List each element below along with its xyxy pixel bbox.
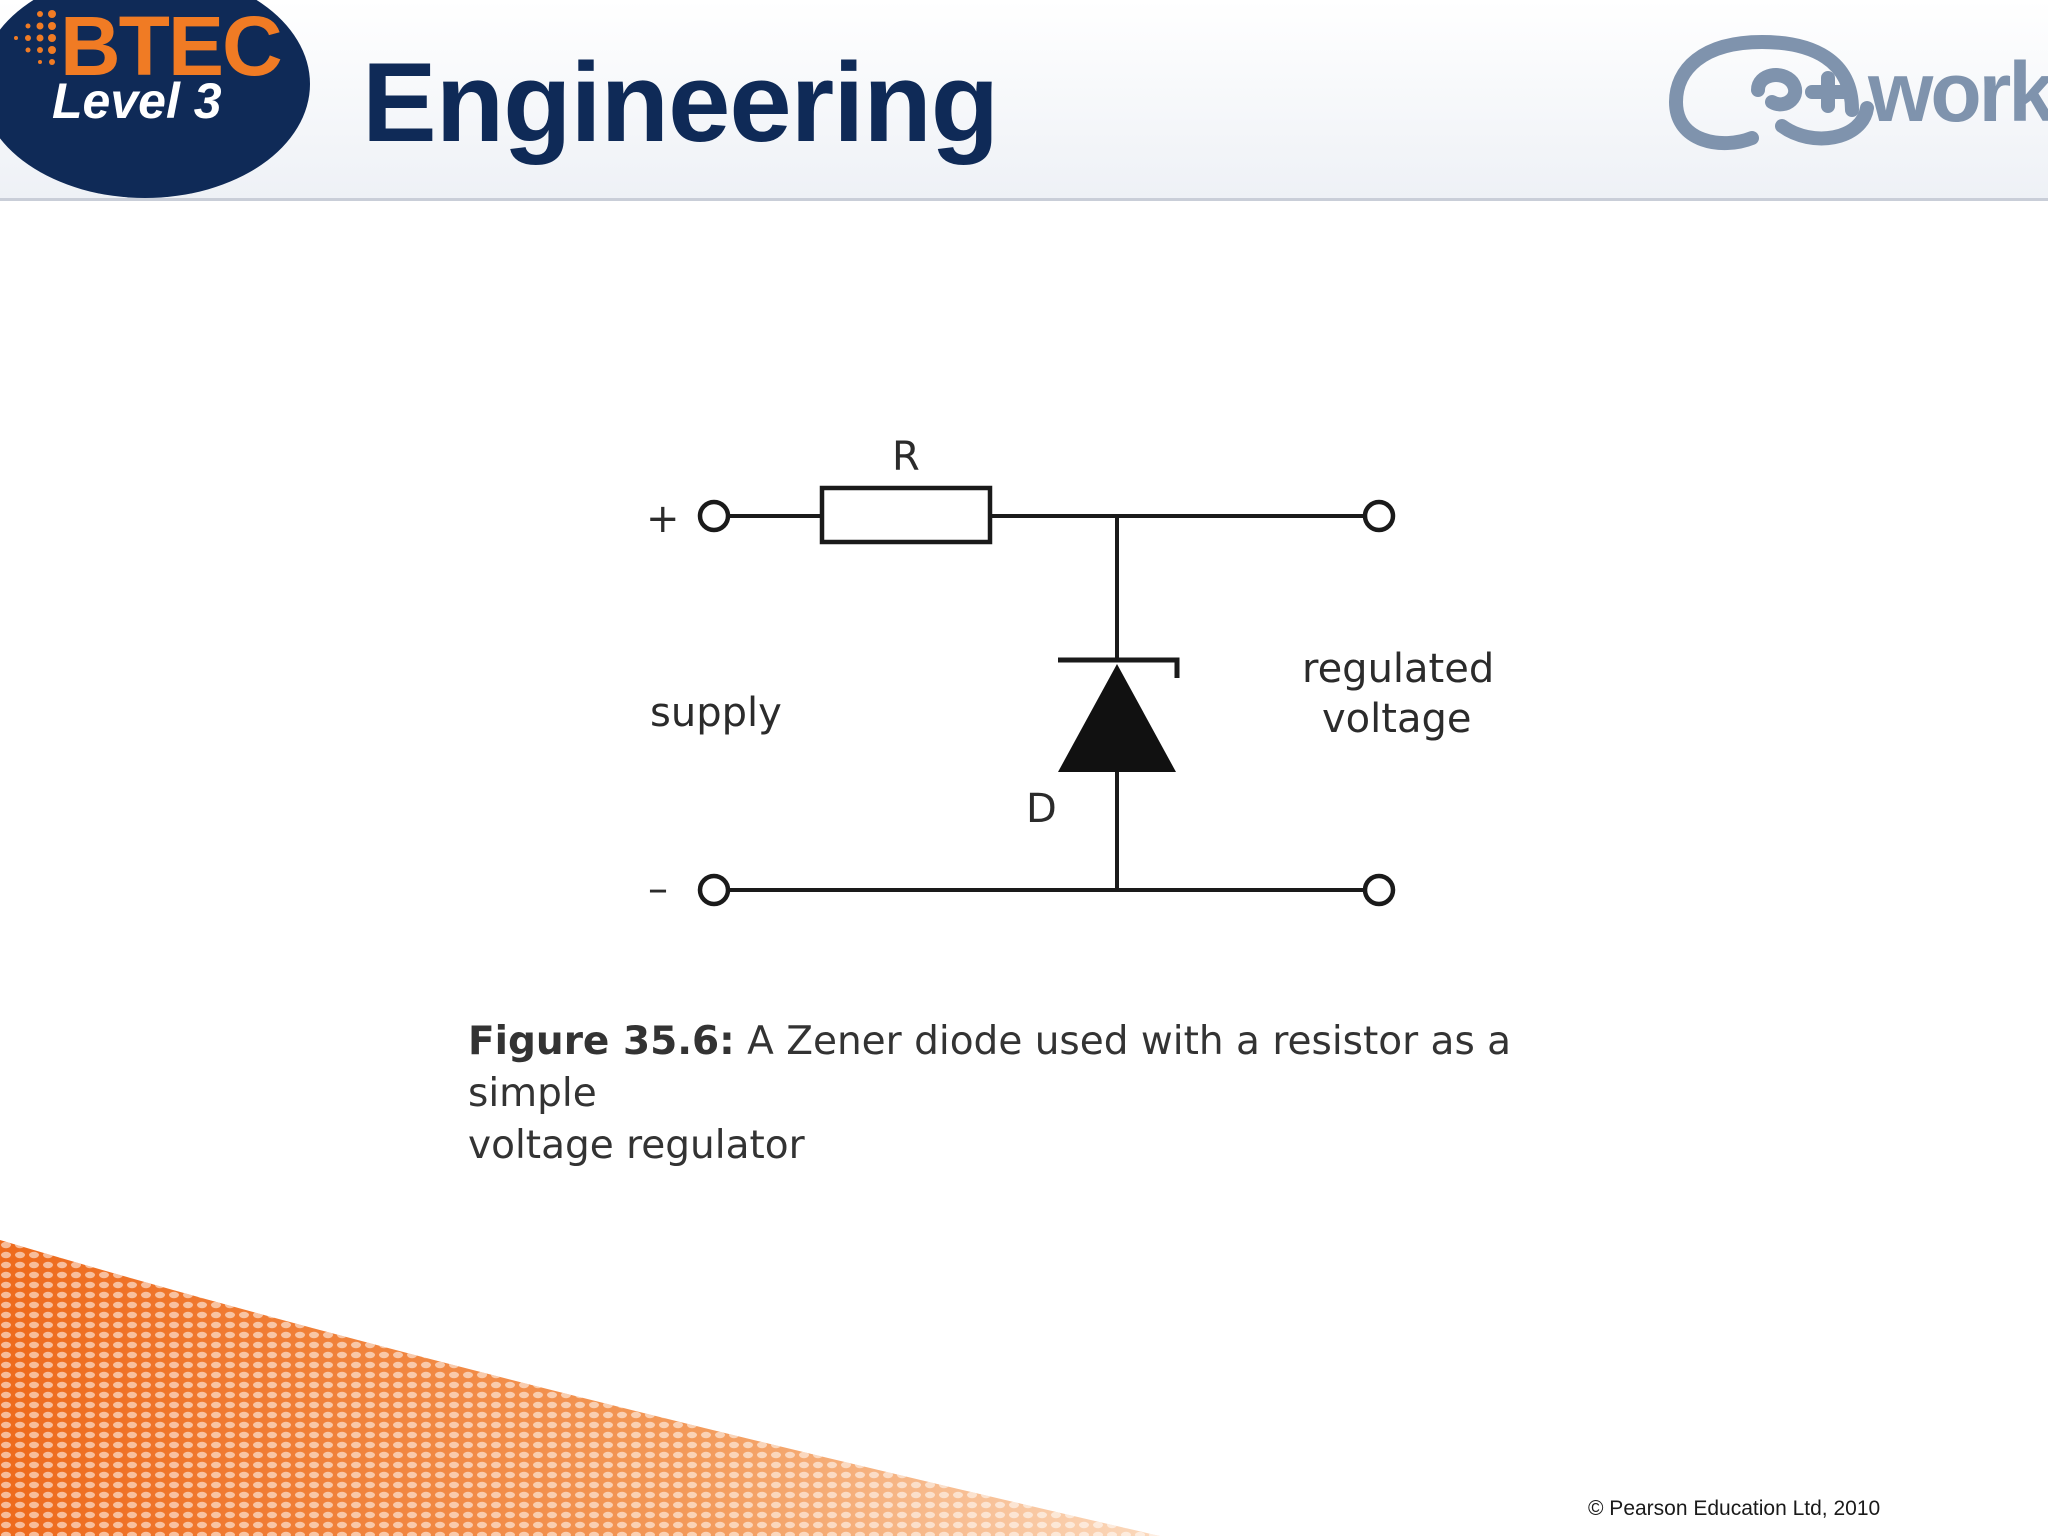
resistor-symbol	[819, 485, 993, 545]
zener-cathode-bar	[1058, 657, 1180, 678]
btec-logo-word: BTEC	[60, 0, 283, 93]
terminal-minus-in	[697, 873, 731, 907]
terminal-out-top	[1362, 499, 1396, 533]
terminal-plus-in	[697, 499, 731, 533]
output-label-line2: voltage	[1322, 696, 1472, 742]
btec-logo: BTEC Level 3	[0, 0, 310, 198]
figure-number: Figure 35.6:	[468, 1019, 735, 1064]
zener-regulator-diagram: R + – supply D regulated voltage	[600, 420, 1500, 940]
work-logo-word: work	[1868, 45, 2048, 139]
caption-text-line2: voltage regulator	[468, 1123, 805, 1168]
caption-text-line1: A Zener diode used with a resistor as a …	[468, 1019, 1512, 1116]
resistor-label: R	[892, 434, 920, 480]
output-label-line1: regulated	[1302, 646, 1495, 692]
plus-sign: +	[646, 496, 680, 542]
figure-caption: Figure 35.6: A Zener diode used with a r…	[468, 1016, 1608, 1172]
supply-label: supply	[650, 690, 782, 736]
diode-label: D	[1026, 786, 1057, 832]
slide-header: BTEC Level 3 Engineering work	[0, 0, 2048, 201]
page-title: Engineering	[362, 40, 999, 165]
circuit-drawing	[697, 485, 1396, 907]
dot-pattern-icon	[14, 10, 56, 65]
work-logo-icon	[1668, 34, 1874, 151]
btec-logo-level: Level 3	[52, 73, 222, 129]
zener-diode-triangle	[1058, 664, 1176, 772]
copyright-notice: © Pearson Education Ltd, 2010	[1588, 1497, 1881, 1520]
terminal-out-bottom	[1362, 873, 1396, 907]
orange-halftone-decoration	[0, 1240, 1160, 1536]
minus-sign: –	[648, 866, 668, 912]
